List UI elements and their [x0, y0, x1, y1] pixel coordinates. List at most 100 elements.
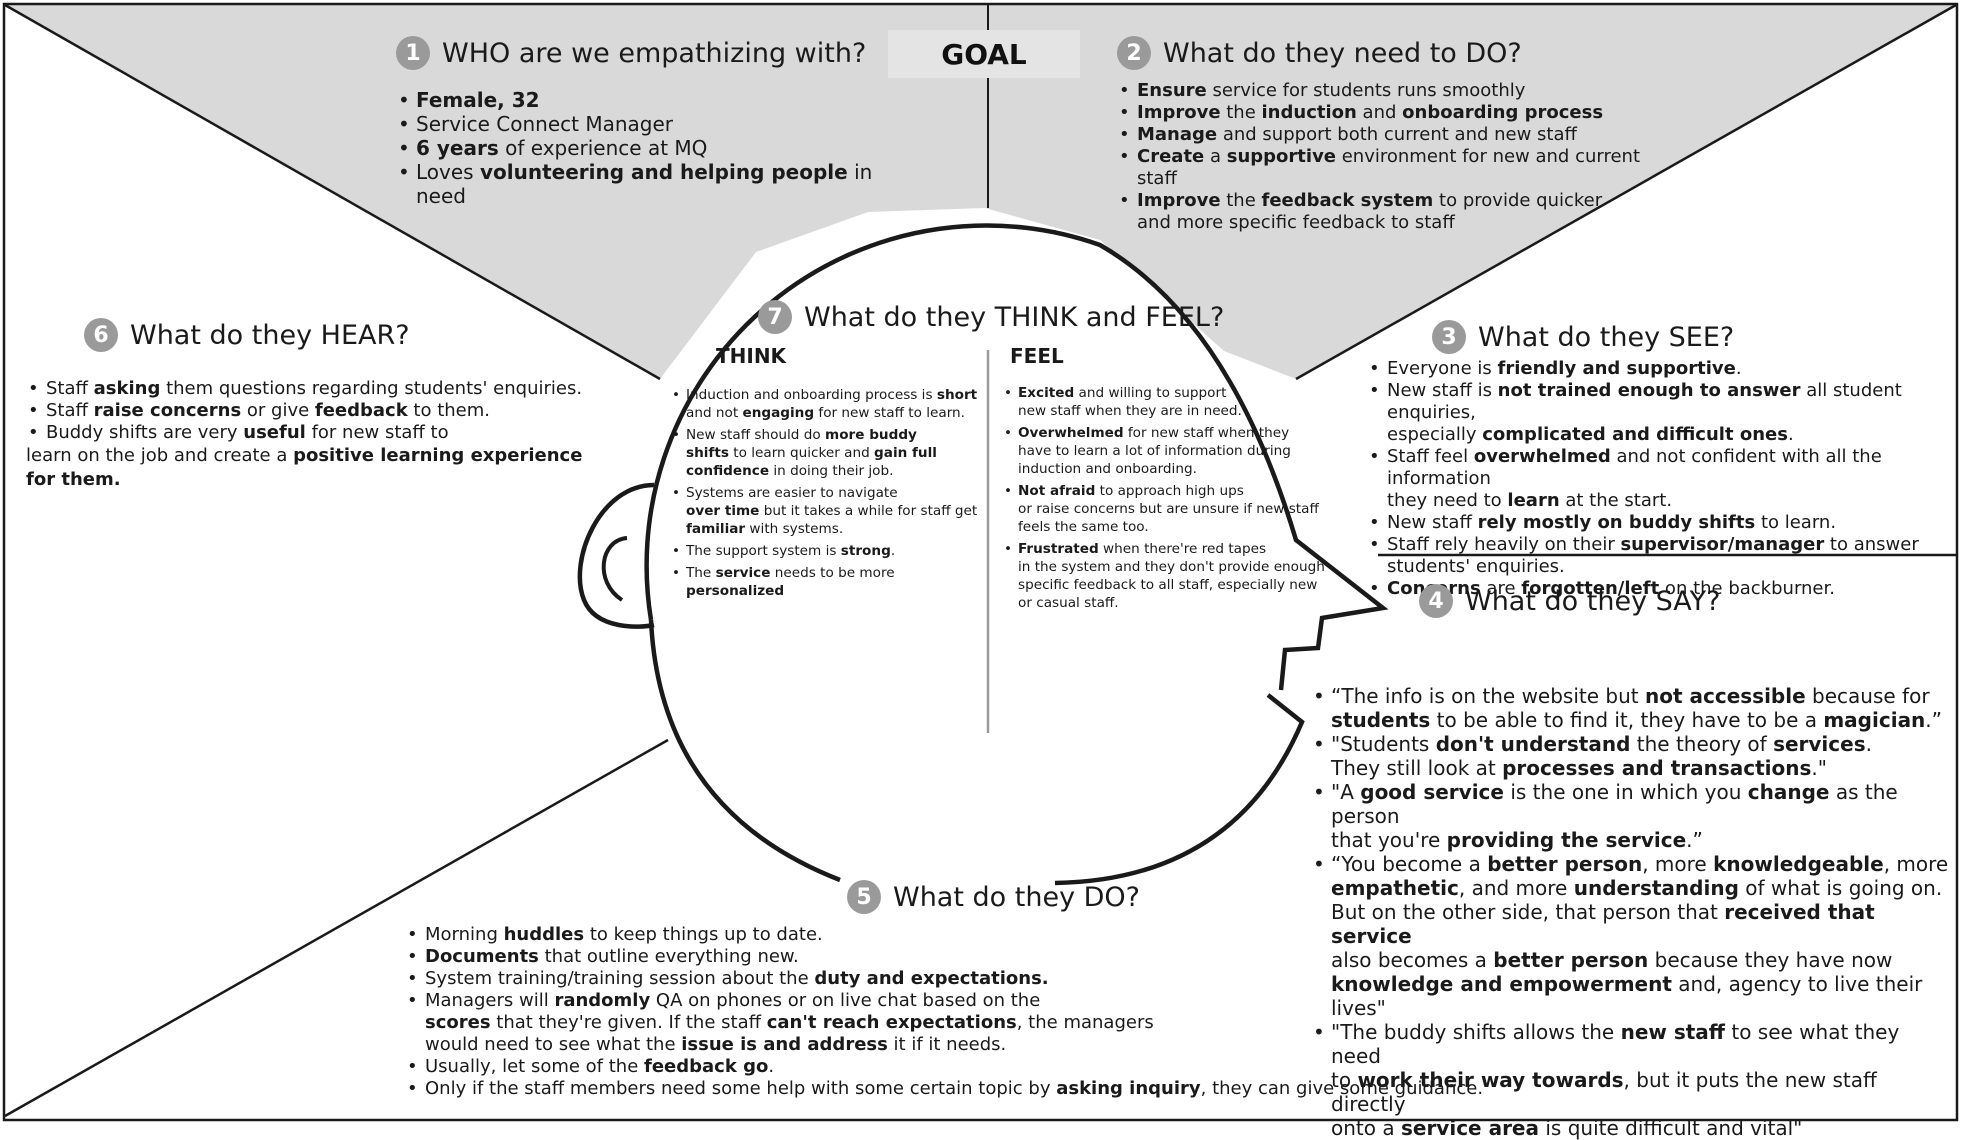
text: . — [1787, 424, 1794, 445]
ear-inner — [601, 536, 628, 602]
bold-text: gain full confidence — [686, 445, 937, 479]
text: for new staff when they have to learn a … — [1018, 425, 1291, 477]
text: “The info is on the website but — [1331, 684, 1645, 708]
bold-text: forgotten/left — [1521, 578, 1660, 599]
list-item: Usually, let some of the feedback go. — [405, 1056, 1605, 1078]
section-see-heading: 3 What do they SEE? — [1432, 320, 1957, 354]
text: environment for new and current staff — [1137, 146, 1641, 189]
bold-text: friendly and supportive — [1497, 358, 1736, 379]
bold-text: personalized — [686, 583, 785, 599]
bold-text: 6 years — [416, 136, 499, 160]
list-item: Ensure service for students runs smoothl… — [1117, 80, 1677, 102]
text: New staff — [1387, 512, 1478, 533]
text: but it takes a while for staff get — [763, 503, 978, 519]
bold-text: onboarding process — [1402, 102, 1604, 123]
text: or give — [241, 400, 315, 421]
text: to approach high ups or raise concerns b… — [1018, 483, 1319, 535]
goal-label: GOAL — [888, 30, 1080, 78]
text: New staff should do — [686, 427, 826, 443]
list-item: Create a supportive environment for new … — [1117, 146, 1677, 190]
bold-text: over time — [686, 503, 760, 519]
bold-text: Overwhelmed — [1018, 425, 1124, 441]
list-item: Overwhelmed for new staff when they have… — [1002, 424, 1342, 478]
number-badge: 5 — [847, 880, 881, 914]
bold-text: understanding — [1573, 876, 1739, 900]
text: all student enquiries, — [1387, 380, 1902, 423]
number-badge: 4 — [1419, 584, 1453, 618]
think-column: Induction and onboarding process is shor… — [670, 386, 986, 604]
think-list: Induction and onboarding process is shor… — [670, 386, 986, 600]
text: learn on the job and create a — [26, 445, 294, 466]
list-item: Frustrated when there're red tapes in th… — [1002, 540, 1342, 612]
list-item: Excited and willing to support new staff… — [1002, 384, 1342, 420]
text: to learn quicker and — [728, 445, 875, 461]
section-need-to-do-title: What do they need to DO? — [1163, 37, 1522, 69]
list-item: Service Connect Manager — [396, 112, 876, 136]
text: .” — [1925, 708, 1943, 732]
list-item: Concerns are forgotten/left on the backb… — [1367, 578, 1957, 600]
divider-bottom-left — [4, 738, 669, 1118]
text: "A — [1331, 780, 1361, 804]
text: as the person that you're — [1331, 780, 1898, 852]
list-item: System training/training session about t… — [405, 968, 1605, 990]
list-item: New staff is not trained enough to answe… — [1367, 380, 1957, 446]
bold-text: service — [715, 565, 771, 581]
number-badge: 1 — [396, 36, 430, 70]
list-item: Improve the feedback system to provide q… — [1117, 190, 1677, 234]
think-label: THINK — [716, 344, 787, 368]
bold-text: Documents — [425, 946, 539, 967]
text: that they're given. If the staff — [490, 1012, 767, 1033]
number-badge: 2 — [1117, 36, 1151, 70]
text: to keep things up to date. — [584, 924, 823, 945]
text: when there're red tapes in the system an… — [1018, 541, 1325, 611]
bold-text: can't reach expectations — [766, 1012, 1017, 1033]
text: to provide quicker and more specific fee… — [1137, 190, 1603, 233]
section-do-title: What do they DO? — [893, 881, 1141, 913]
bold-text: duty and expectations. — [814, 968, 1049, 989]
text: is quite difficult and vital" — [1539, 1116, 1803, 1140]
bold-text: asking — [93, 378, 161, 399]
text: because for — [1812, 684, 1930, 708]
section-hear-continuation: learn on the job and create a positive l… — [26, 444, 626, 492]
text: The — [686, 565, 716, 581]
text: especially — [1387, 424, 1483, 445]
text: QA on phones or on live chat based on th… — [655, 990, 1041, 1011]
text: Staff feel — [1387, 446, 1474, 467]
text: , they can give some guidance. — [1200, 1078, 1484, 1099]
list-item: Loves volunteering and helping people in… — [396, 160, 876, 208]
text: and not — [686, 405, 739, 421]
bold-text: Excited — [1018, 385, 1075, 401]
section-who-title: WHO are we empathizing with? — [442, 37, 867, 69]
text: .” — [1686, 828, 1703, 852]
text: needs to be more — [774, 565, 895, 581]
list-item: Female, 32 — [396, 88, 876, 112]
bold-text: asking inquiry — [1056, 1078, 1201, 1099]
text: and support both current and new staff — [1217, 124, 1577, 145]
list-item: Improve the induction and onboarding pro… — [1117, 102, 1677, 124]
bold-text: Create — [1137, 146, 1205, 167]
text: that outline everything new. — [538, 946, 799, 967]
section-hear-list: Staff asking them questions regarding st… — [26, 378, 626, 444]
section-see-list: Everyone is friendly and supportive.New … — [1367, 358, 1957, 600]
list-item: "A good service is the one in which you … — [1311, 780, 1951, 852]
bold-text: positive learning experience for them. — [26, 445, 583, 490]
bold-text: service area — [1400, 1116, 1539, 1140]
text: Service Connect Manager — [416, 112, 673, 136]
text: . — [890, 543, 896, 559]
section-see-title: What do they SEE? — [1478, 321, 1735, 353]
bold-text: Ensure — [1137, 80, 1207, 101]
list-item: The support system is strong. — [670, 542, 986, 560]
list-item: Not afraid to approach high ups or raise… — [1002, 482, 1342, 536]
section-hear: 6 What do they HEAR? Staff asking them q… — [26, 318, 626, 492]
bold-text: better person — [1487, 852, 1643, 876]
bold-text: short — [936, 387, 978, 403]
text: the theory of — [1630, 732, 1774, 756]
bold-text: overwhelmed — [1473, 446, 1611, 467]
feel-label: FEEL — [1010, 344, 1064, 368]
bold-text: more buddy shifts — [686, 427, 917, 461]
text: Loves — [416, 160, 480, 184]
text: with systems. — [745, 521, 844, 537]
bold-text: Manage — [1137, 124, 1218, 145]
section-hear-heading: 6 What do they HEAR? — [84, 318, 626, 352]
